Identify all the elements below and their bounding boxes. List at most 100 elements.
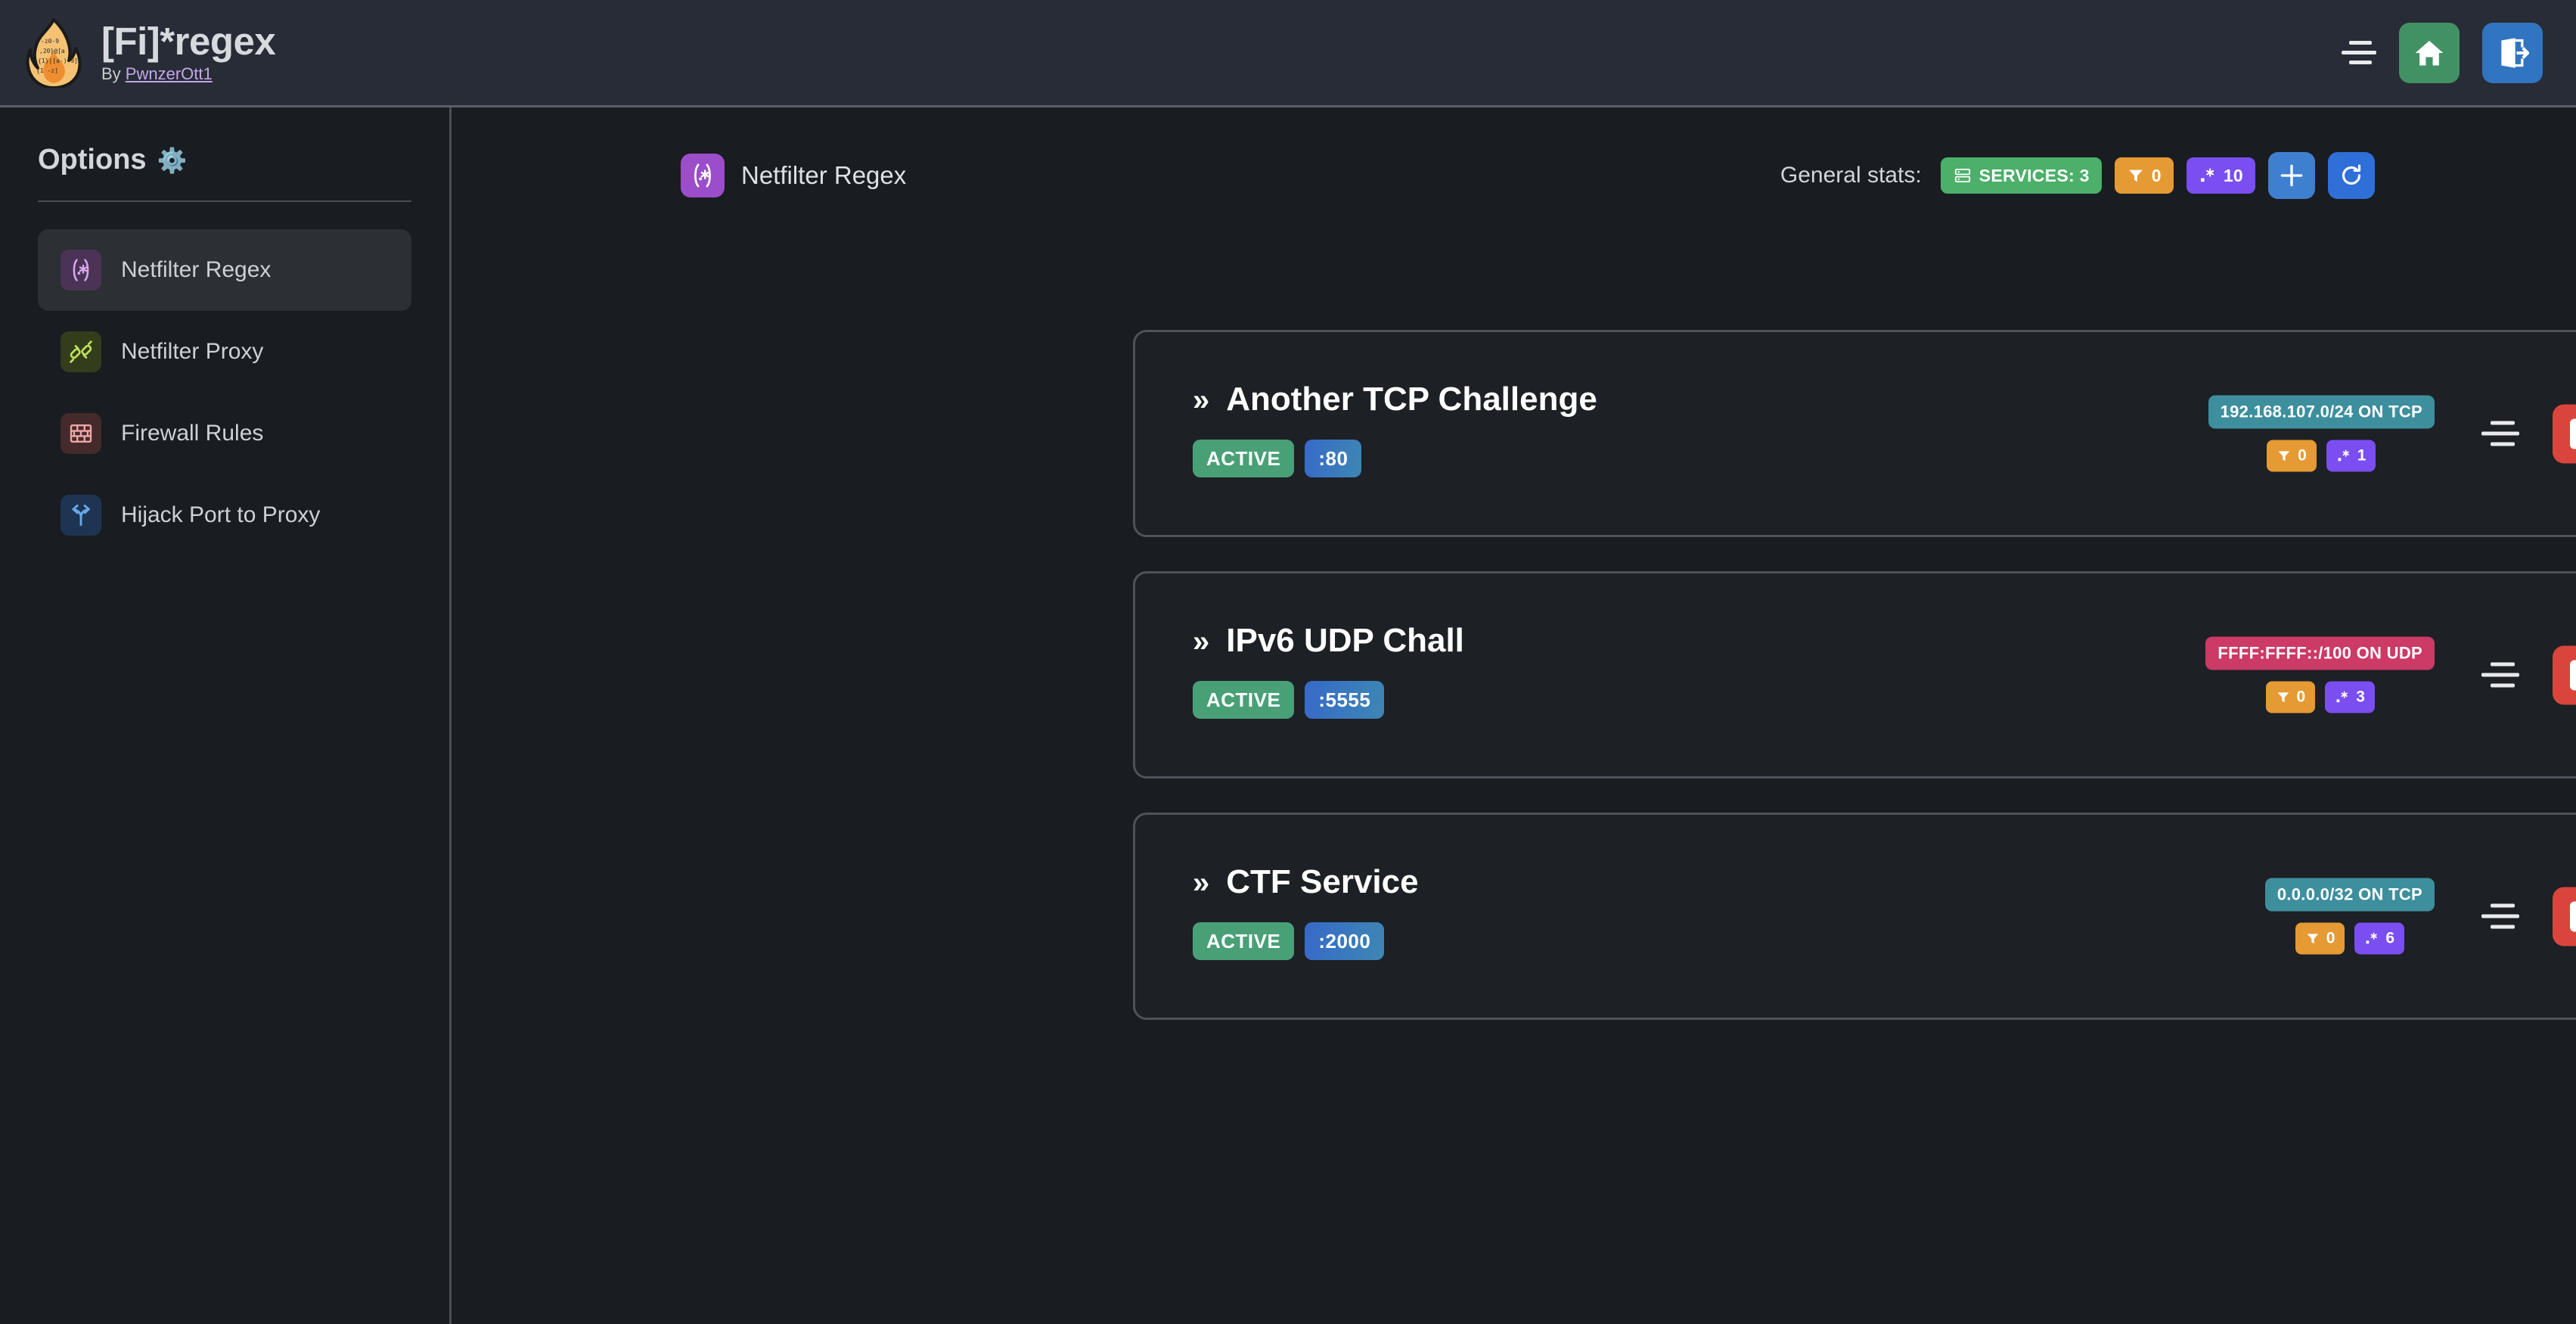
regex-icon (61, 250, 101, 291)
service-tags: ACTIVE :5555 (1193, 681, 1464, 719)
double-chevron-icon: » (1193, 866, 1210, 900)
sidebar-item-label: Hijack Port to Proxy (121, 502, 321, 527)
svg-text:,20}@[a: ,20}@[a (39, 48, 65, 54)
main-header: Netfilter Regex General stats: SERVICES:… (681, 149, 2375, 202)
brickwall-icon (61, 413, 101, 454)
regex-icon (2366, 932, 2378, 944)
filter-count-label: 0 (2326, 929, 2335, 947)
filters-count-label: 0 (2151, 165, 2162, 185)
service-card[interactable]: » Another TCP Challenge ACTIVE :80 192.1… (1133, 330, 2576, 537)
author-link[interactable]: PwnzerOtt1 (125, 64, 213, 84)
plug-icon (61, 331, 101, 372)
byline-prefix: By (101, 64, 126, 84)
port-badge: :5555 (1305, 681, 1385, 719)
filter-icon (2307, 934, 2319, 944)
regex-count-badge: 6 (2354, 922, 2405, 955)
service-counters: 0 3 (2265, 681, 2375, 713)
network-badge: 0.0.0.0/32 ON TCP (2264, 878, 2435, 912)
services-count-label: SERVICES: 3 (1979, 165, 2090, 185)
stop-button[interactable] (2553, 887, 2576, 946)
drag-handle-icon[interactable] (2477, 655, 2519, 695)
drag-handle-icon[interactable] (2477, 897, 2519, 936)
regex-icon (2336, 691, 2348, 703)
refresh-button[interactable] (2328, 152, 2375, 199)
service-name: IPv6 UDP Chall (1226, 622, 1464, 659)
gear-icon: ⚙️ (157, 146, 188, 174)
status-badge: ACTIVE (1193, 440, 1295, 477)
hamburger-menu-icon[interactable] (2342, 38, 2376, 68)
service-title-row: » CTF Service (1193, 863, 1419, 901)
status-badge-services: SERVICES: 3 (1940, 157, 2102, 194)
service-counters: 0 1 (2267, 440, 2376, 472)
home-button[interactable] (2399, 22, 2460, 83)
sidebar-item-netfilter-regex[interactable]: Netfilter Regex (38, 229, 411, 311)
service-tags: ACTIVE :2000 (1193, 922, 1419, 960)
network-badge: 192.168.107.0/24 ON TCP (2208, 395, 2435, 429)
service-title-row: » Another TCP Challenge (1193, 381, 1597, 418)
regex-icon (681, 154, 725, 197)
service-list: » Another TCP Challenge ACTIVE :80 192.1… (1133, 330, 2576, 1054)
page-title-group: Netfilter Regex (681, 154, 906, 197)
network-badge: FFFF:FFFF::/100 ON UDP (2205, 636, 2435, 670)
main-content: Netfilter Regex General stats: SERVICES:… (454, 107, 2576, 1324)
status-badge-filters: 0 (2114, 157, 2174, 194)
drag-handle-icon[interactable] (2477, 414, 2519, 453)
double-chevron-icon: » (1193, 625, 1210, 658)
regex-count-badge: 3 (2325, 681, 2375, 713)
regex-icon (2200, 168, 2214, 182)
fork-arrow-icon (61, 495, 101, 536)
sidebar-item-label: Firewall Rules (121, 421, 264, 446)
add-service-button[interactable] (2268, 152, 2315, 199)
stop-button[interactable] (2553, 404, 2576, 463)
filter-count-label: 0 (2296, 688, 2306, 706)
filter-count-label: 0 (2298, 446, 2307, 465)
double-chevron-icon: » (1193, 384, 1210, 417)
regex-count-label: 3 (2356, 688, 2365, 706)
sidebar-item-firewall-rules[interactable]: Firewall Rules (38, 393, 411, 474)
stop-icon (2570, 418, 2576, 449)
status-badge: ACTIVE (1193, 681, 1295, 719)
logout-button[interactable] (2482, 22, 2543, 83)
svg-text:{1 -z]: {1 -z] (36, 67, 58, 74)
regex-count-label: 1 (2357, 446, 2367, 465)
service-network-stats: FFFF:FFFF::/100 ON UDP 0 (2205, 636, 2435, 713)
filter-icon (2277, 692, 2289, 703)
stop-button[interactable] (2553, 645, 2576, 704)
port-badge: :80 (1305, 440, 1362, 477)
refresh-icon (2342, 164, 2361, 185)
page-title: Netfilter Regex (741, 161, 907, 189)
service-actions: FFFF:FFFF::/100 ON UDP 0 (2205, 636, 2576, 713)
sidebar-heading: Options ⚙️ (38, 107, 411, 176)
status-badge-regexes: 10 (2186, 157, 2255, 194)
service-network-stats: 0.0.0.0/32 ON TCP 0 (2264, 878, 2435, 955)
service-actions: 0.0.0.0/32 ON TCP 0 (2264, 878, 2576, 955)
general-stats-label: General stats: (1780, 163, 1922, 188)
service-info: » IPv6 UDP Chall ACTIVE :5555 (1193, 622, 1464, 719)
sidebar-divider (38, 200, 411, 202)
brand: -z0-9 ,20}@[a {1}|[a-)-9] {1 -z] [Fi]*re… (0, 17, 276, 88)
sidebar-item-label: Netfilter Proxy (121, 339, 264, 364)
sidebar-heading-label: Options (38, 144, 147, 176)
server-icon (1954, 168, 1970, 183)
service-name: CTF Service (1226, 863, 1419, 900)
service-card[interactable]: » IPv6 UDP Chall ACTIVE :5555 FFFF:FFFF:… (1133, 571, 2576, 779)
service-card[interactable]: » CTF Service ACTIVE :2000 0.0.0.0/32 ON… (1133, 813, 2576, 1020)
filter-count-badge: 0 (2265, 681, 2316, 713)
status-badge: ACTIVE (1193, 922, 1295, 960)
stop-icon (2570, 901, 2576, 931)
service-name: Another TCP Challenge (1226, 381, 1597, 418)
stop-icon (2570, 660, 2576, 690)
svg-text:-z0-9: -z0-9 (41, 38, 59, 45)
regex-count-badge: 1 (2326, 440, 2376, 472)
port-badge: :2000 (1305, 922, 1385, 960)
general-stats: General stats: SERVICES: 3 0 (1780, 152, 2375, 199)
service-network-stats: 192.168.107.0/24 ON TCP 0 (2208, 395, 2435, 472)
sidebar-item-netfilter-proxy[interactable]: Netfilter Proxy (38, 311, 411, 393)
app-title: [Fi]*regex (101, 19, 276, 63)
sidebar-item-hijack-port-to-proxy[interactable]: Hijack Port to Proxy (38, 474, 411, 556)
sidebar-item-label: Netfilter Regex (121, 257, 272, 282)
regex-count-label: 6 (2385, 929, 2395, 947)
filter-count-badge: 0 (2267, 440, 2317, 472)
svg-text:{1}|[a-)-9]: {1}|[a-)-9] (38, 57, 78, 64)
sidebar: Options ⚙️ Netfilter Regex (0, 107, 452, 1324)
